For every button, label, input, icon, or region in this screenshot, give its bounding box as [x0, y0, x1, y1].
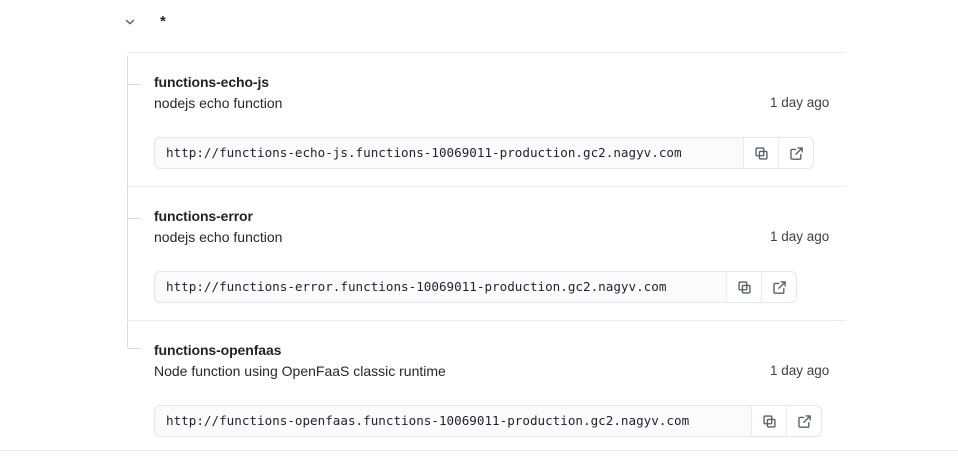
tree-branch-stub — [128, 84, 141, 85]
external-link-icon — [772, 280, 786, 294]
deployment-name[interactable]: functions-error — [154, 208, 253, 224]
open-url-button[interactable] — [778, 137, 814, 169]
deployment-url-group: http://functions-openfaas.functions-1006… — [154, 405, 822, 437]
deployment-description: nodejs echo function — [154, 95, 283, 111]
external-link-icon — [789, 146, 803, 160]
deployment-name[interactable]: functions-echo-js — [154, 74, 269, 90]
section-bottom-divider — [0, 450, 958, 451]
deployment-row: functions-echo-js nodejs echo function 1… — [0, 53, 958, 186]
copy-url-button[interactable] — [751, 405, 787, 437]
tree-rail — [127, 56, 128, 348]
chevron-down-icon[interactable] — [121, 13, 139, 31]
copy-icon — [737, 280, 751, 294]
divider — [127, 320, 846, 321]
copy-icon — [762, 414, 776, 428]
copy-url-button[interactable] — [743, 137, 779, 169]
deployment-url-input[interactable]: http://functions-error.functions-1006901… — [154, 271, 726, 303]
tree-branch-stub — [128, 348, 141, 349]
copy-url-button[interactable] — [726, 271, 762, 303]
tree-branch-stub — [128, 218, 141, 219]
divider — [127, 186, 846, 187]
open-url-button[interactable] — [786, 405, 822, 437]
copy-icon — [754, 146, 768, 160]
external-link-icon — [797, 414, 811, 428]
deployment-name[interactable]: functions-openfaas — [154, 342, 282, 358]
deployment-url-group: http://functions-echo-js.functions-10069… — [154, 137, 814, 169]
environment-group-header: * — [0, 0, 958, 52]
deployment-url-input[interactable]: http://functions-openfaas.functions-1006… — [154, 405, 751, 437]
deployment-url-group: http://functions-error.functions-1006901… — [154, 271, 797, 303]
deployment-description: nodejs echo function — [154, 229, 283, 245]
deployment-url-input[interactable]: http://functions-echo-js.functions-10069… — [154, 137, 743, 169]
divider — [127, 52, 846, 53]
deployment-row: functions-error nodejs echo function 1 d… — [0, 187, 958, 320]
environment-wildcard-label: * — [160, 13, 166, 30]
deployment-row: functions-openfaas Node function using O… — [0, 321, 958, 450]
deployment-description: Node function using OpenFaaS classic run… — [154, 363, 446, 379]
open-url-button[interactable] — [761, 271, 797, 303]
